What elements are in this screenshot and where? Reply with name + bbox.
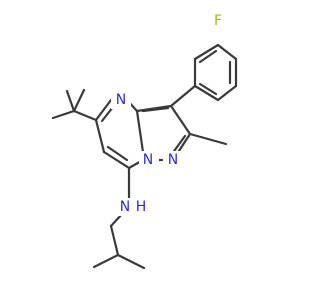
- bond: [216, 84, 238, 102]
- bond: [72, 109, 98, 122]
- bond: [141, 106, 170, 113]
- bond: [65, 89, 76, 113]
- atom-label-nitrogen-pyrimidine: N: [116, 92, 126, 108]
- bond: [198, 49, 218, 64]
- bond: [94, 98, 113, 122]
- bond: [100, 105, 115, 123]
- bond: [72, 88, 86, 113]
- atom-label-hydrogen-amine: H: [136, 199, 147, 215]
- bond: [198, 82, 218, 96]
- bond: [188, 132, 228, 146]
- bond: [102, 150, 131, 170]
- bond: [51, 109, 76, 120]
- bond: [92, 253, 120, 269]
- bond: [193, 43, 220, 61]
- bond: [169, 84, 197, 108]
- atom-labels: F N N N N H: [111, 12, 229, 216]
- bond: [193, 84, 220, 102]
- molecule-structure: F N N N N H: [51, 12, 238, 270]
- atom-label-nitrogen-amine: N: [120, 199, 130, 215]
- bond: [116, 253, 146, 270]
- bond: [94, 118, 106, 154]
- atom-label-fluorine: F: [214, 13, 222, 29]
- atom-label-nitrogen-pyrazole: N: [168, 152, 178, 168]
- bond: [106, 145, 129, 162]
- bond: [169, 104, 192, 136]
- bond: [135, 109, 145, 154]
- atom-label-nitrogen-bridgehead: N: [143, 152, 153, 168]
- bond: [216, 43, 238, 61]
- bond: [109, 224, 120, 257]
